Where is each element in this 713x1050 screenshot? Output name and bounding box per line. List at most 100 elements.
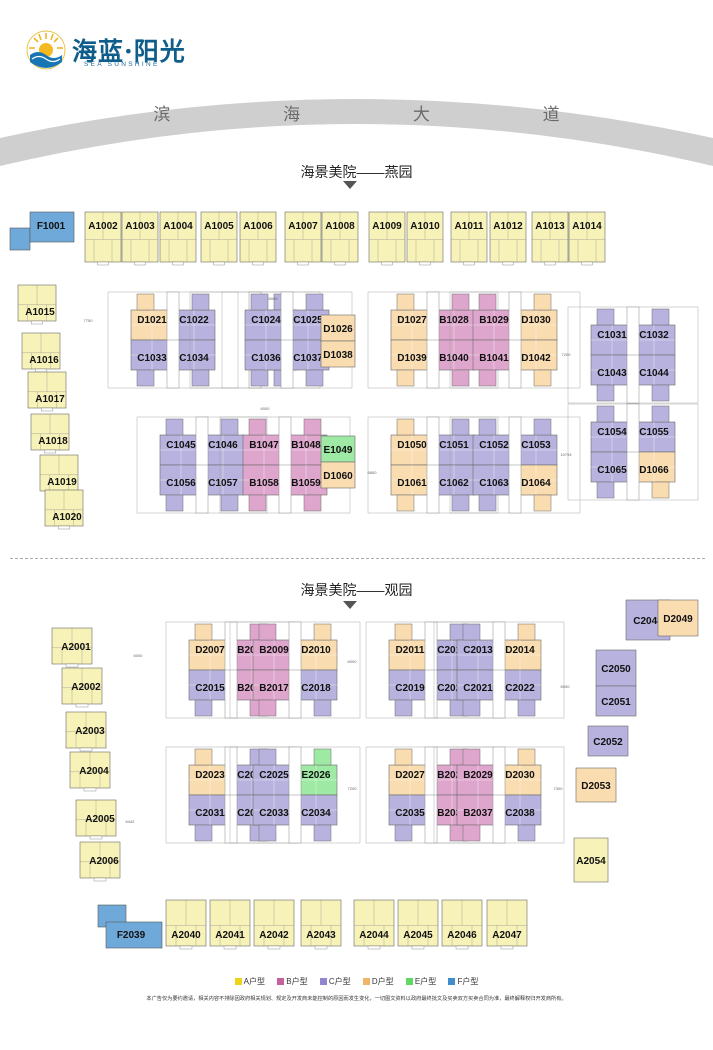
- unit-label: D1026: [323, 324, 353, 335]
- entry-porch: [179, 945, 193, 950]
- unit-wing: [191, 369, 210, 387]
- room-lines: [189, 795, 231, 825]
- room-lines: [173, 340, 215, 370]
- unit-wing: [533, 293, 552, 311]
- entry-porch: [381, 261, 393, 266]
- legend-label: D户型: [371, 977, 394, 986]
- unit-label: B1047: [249, 440, 279, 451]
- entry-porch: [411, 945, 425, 950]
- road-banner: [0, 99, 713, 168]
- entry-porch: [44, 449, 56, 454]
- unit-label: C1037: [293, 353, 323, 364]
- unit-label: C2019: [395, 683, 425, 694]
- unit-label: C1045: [166, 440, 196, 451]
- down-arrow-icon: [343, 601, 357, 609]
- unit-wing: [451, 418, 470, 436]
- unit-wing: [258, 699, 277, 717]
- unit-wing: [194, 623, 213, 641]
- unit-wing: [194, 824, 213, 842]
- unit-wing: [313, 824, 332, 842]
- section-title-yanyuan: 海景美院——燕园: [300, 164, 413, 180]
- unit-wing: [305, 369, 324, 387]
- legend-item-e: E户型: [405, 976, 437, 987]
- unit-label: B2036: [437, 808, 467, 819]
- entry-porch: [83, 787, 97, 792]
- unit-wing: [651, 384, 670, 402]
- unit-label: D2014: [505, 645, 535, 656]
- room-lines: [285, 212, 321, 262]
- room-lines: [189, 640, 231, 670]
- unit-wing: [396, 293, 415, 311]
- unit-wing: [517, 699, 536, 717]
- room-lines: [389, 640, 431, 670]
- unit-wing: [165, 494, 184, 512]
- unit-wing: [313, 699, 332, 717]
- room-lines: [160, 212, 196, 262]
- unit-wing: [396, 494, 415, 512]
- unit-label: C1046: [208, 440, 238, 451]
- room-lines: [499, 765, 541, 795]
- unit-wing: [396, 418, 415, 436]
- legend-label: E户型: [414, 977, 437, 986]
- unit-label: E2026: [302, 770, 331, 781]
- unit-label: C2033: [259, 808, 289, 819]
- room-lines: [473, 340, 515, 370]
- dimension-label: 6000: [348, 659, 358, 664]
- unit-label: A2002: [71, 682, 101, 693]
- unit-wing: [462, 824, 481, 842]
- room-lines: [245, 340, 287, 370]
- entry-porch: [334, 261, 346, 266]
- unit-wing: [303, 418, 322, 436]
- entry-porch: [134, 261, 146, 266]
- entry-porch: [367, 945, 381, 950]
- unit-label: A2001: [61, 642, 91, 653]
- legend-swatch: [277, 978, 285, 985]
- unit-label: C1053: [521, 440, 551, 451]
- room-lines: [243, 465, 285, 495]
- unit-label: A1017: [35, 394, 65, 405]
- unit-label: D2053: [581, 781, 611, 792]
- unit-d1060: [320, 461, 356, 489]
- unit-label: B1029: [479, 315, 509, 326]
- room-lines: [189, 670, 231, 700]
- unit-label: D2010: [301, 645, 331, 656]
- unit-wing: [136, 293, 155, 311]
- room-lines: [407, 212, 443, 262]
- unit-wing: [517, 748, 536, 766]
- entry-porch: [89, 835, 103, 840]
- room-lines: [433, 465, 475, 495]
- unit-wing: [651, 405, 670, 423]
- room-lines: [301, 900, 341, 946]
- unit-wing: [250, 369, 269, 387]
- room-lines: [633, 325, 675, 355]
- unit-wing: [248, 494, 267, 512]
- entry-porch: [419, 261, 431, 266]
- room-lines: [433, 435, 475, 465]
- room-lines: [499, 640, 541, 670]
- unit-label: A2006: [89, 856, 119, 867]
- entry-porch: [75, 703, 89, 708]
- room-lines: [295, 640, 337, 670]
- room-lines: [515, 465, 557, 495]
- entry-porch: [35, 368, 47, 373]
- room-lines: [457, 670, 499, 700]
- down-arrow-icon: [343, 181, 357, 189]
- unit-wing: [313, 748, 332, 766]
- room-lines: [243, 435, 285, 465]
- unit-label: B2029: [463, 770, 493, 781]
- unit-label: D2011: [396, 645, 425, 656]
- legend-label: F户型: [457, 977, 479, 986]
- room-lines: [451, 212, 487, 262]
- entry-porch: [455, 945, 469, 950]
- legend-swatch: [362, 978, 370, 985]
- room-lines: [487, 900, 527, 946]
- unit-label: C1054: [597, 427, 627, 438]
- room-lines: [499, 795, 541, 825]
- entry-porch: [97, 261, 109, 266]
- legend-item-c: C户型: [319, 976, 351, 987]
- room-lines: [633, 422, 675, 452]
- unit-d2049: [657, 599, 699, 637]
- room-lines: [391, 465, 433, 495]
- legend-item-d: D户型: [362, 976, 394, 987]
- unit-wing: [191, 293, 210, 311]
